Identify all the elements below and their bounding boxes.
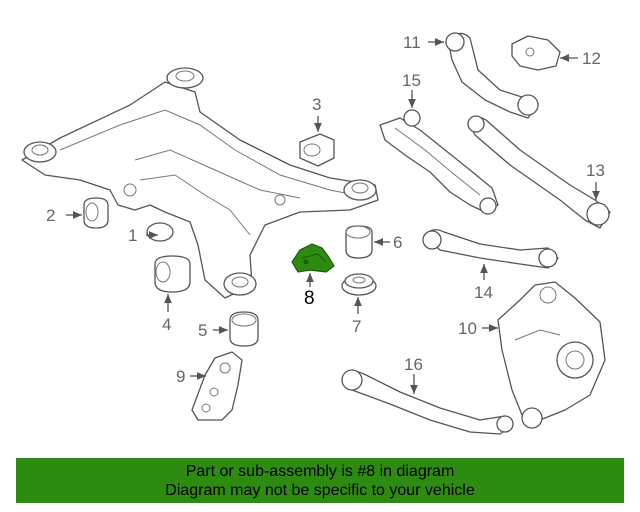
bushing-6 — [345, 225, 373, 259]
control-arm-11 — [445, 32, 539, 119]
wheel-carrier-10 — [497, 281, 606, 429]
callout-7: 7 — [352, 317, 361, 336]
callout-8: 8 — [304, 288, 315, 309]
callout-12: 12 — [582, 49, 601, 68]
info-banner: Part or sub-assembly is #8 in diagram Di… — [16, 458, 624, 503]
banner-line-1: Part or sub-assembly is #8 in diagram — [185, 462, 455, 480]
callout-13: 13 — [586, 161, 605, 180]
callout-3: 3 — [312, 95, 321, 114]
bushing-5 — [229, 311, 259, 347]
bushing-3 — [299, 133, 335, 167]
callout-10: 10 — [458, 319, 477, 338]
control-arm-13 — [467, 115, 611, 229]
mount-7 — [341, 273, 377, 296]
callout-5: 5 — [198, 321, 207, 340]
control-arm-14 — [422, 229, 559, 269]
callout-14: 14 — [474, 283, 493, 302]
parts-diagram: 1 2 3 4 5 6 7 8 9 10 11 12 13 14 15 16 — [21, 32, 611, 435]
control-arm-16 — [341, 369, 514, 435]
callout-2: 2 — [46, 206, 55, 225]
bracket-12 — [511, 35, 561, 71]
banner-line-2: Diagram may not be specific to your vehi… — [165, 481, 475, 499]
control-arm-15 — [379, 109, 499, 215]
callout-15: 15 — [402, 71, 421, 90]
callout-9: 9 — [176, 367, 185, 386]
bushing-2 — [83, 197, 109, 229]
callout-4: 4 — [162, 315, 171, 334]
bushing-4 — [154, 255, 191, 293]
callout-6: 6 — [393, 233, 402, 252]
bracket-8-highlighted — [291, 243, 335, 273]
callout-11: 11 — [403, 33, 421, 52]
link-9 — [191, 351, 243, 421]
leader-lines — [66, 38, 600, 394]
rear-subframe — [21, 67, 379, 299]
callout-1: 1 — [128, 226, 137, 245]
callout-16: 16 — [404, 355, 423, 374]
